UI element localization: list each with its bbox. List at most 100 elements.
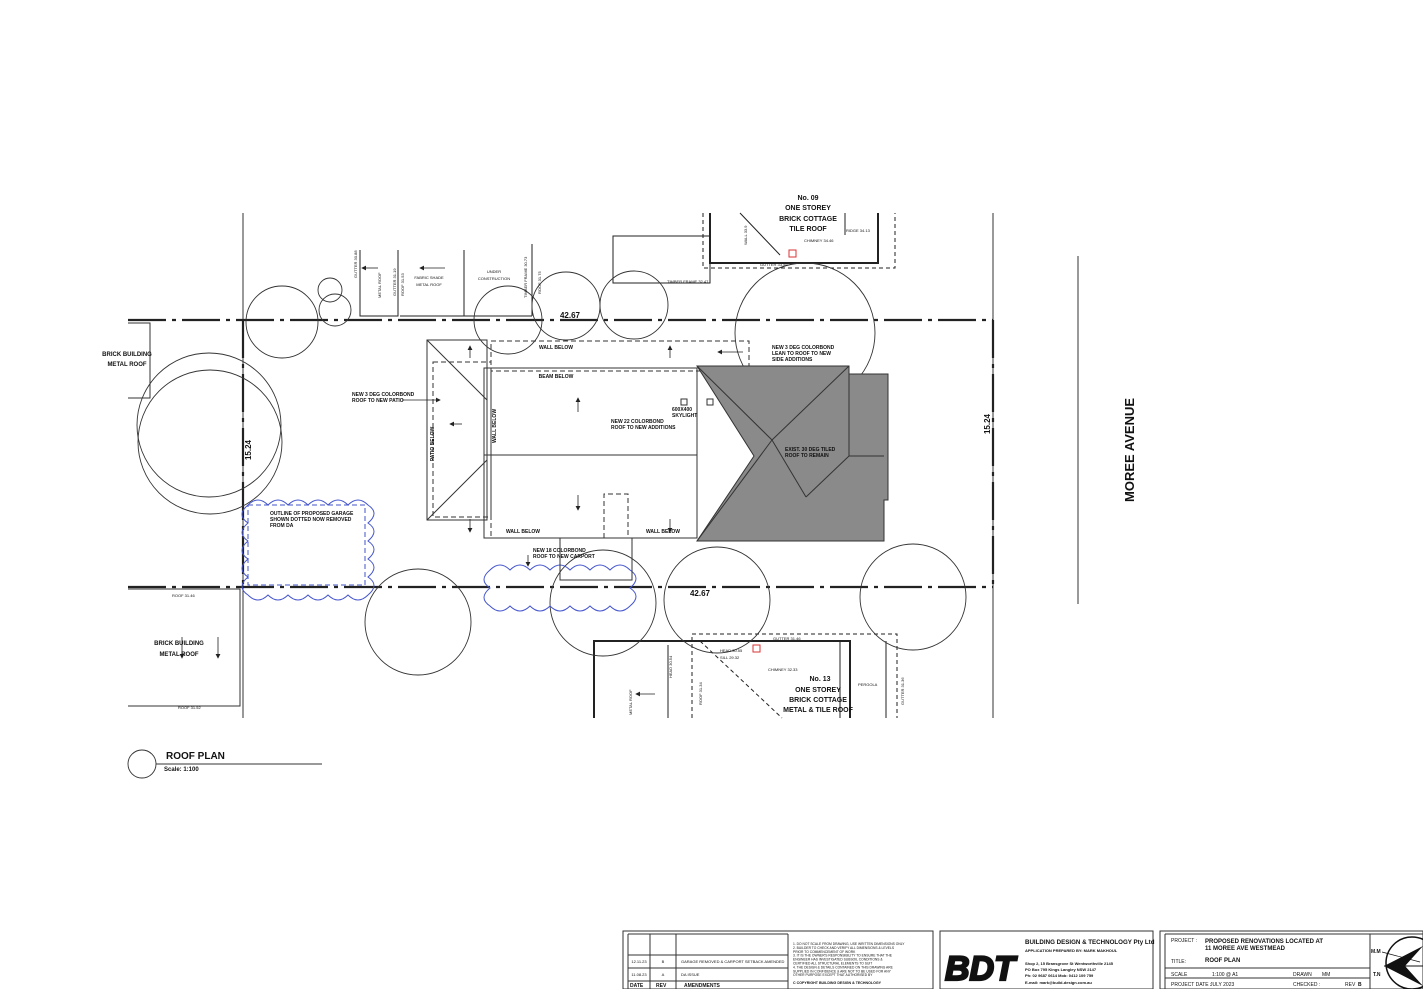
dim-top: 42.67: [560, 311, 581, 320]
no13-l4: METAL & TILE ROOF: [783, 707, 853, 714]
top-gutter2: GUTTER 31.19: [392, 268, 397, 296]
general-note-line: SUPPLIED IN CONFIDENCE & ARE NOT TO BE U…: [793, 969, 892, 973]
site-frame: [128, 213, 1079, 718]
no09-wall: WALL 33.9: [743, 225, 748, 245]
general-note-line: 4. THE DESIGN & DETAILS CONTAINED ON THI…: [793, 965, 894, 969]
general-notes: 1. DO NOT SCALE FROM DRAWING, USE WRITTE…: [793, 942, 905, 977]
brick-bot-l1: BRICK BUILDING: [154, 641, 204, 647]
title-label: TITLE:: [1171, 959, 1186, 965]
no09-ridge: RIDGE 34.13: [846, 228, 871, 233]
dim-left: 15.24: [244, 439, 253, 460]
brick-bot-rooftop: ROOF 31.46: [172, 593, 195, 598]
neighbour-no09: [359, 212, 896, 317]
no09-l2: ONE STOREY: [785, 205, 831, 212]
address2: PO Box 795 Kings Langley NSW 2147: [1025, 967, 1097, 972]
garage-outline: [247, 504, 366, 586]
tb-date: JULY 2023: [1210, 982, 1234, 988]
rev-row2-date: 11.08.23: [631, 972, 647, 977]
top-roof3: ROOF 31.75: [537, 271, 542, 294]
top-gutter: GUTTER 30.88: [353, 250, 358, 278]
general-note-line: PRIOR TO COMMENCEMENT OF WORK: [793, 950, 856, 954]
no09-timber: TIMBER FRAME 32.47: [667, 279, 709, 284]
no09-l4: TILE ROOF: [789, 226, 827, 233]
general-note-line: CERTIFIED ALL STRUCTURAL ELEMENTS TO SUI…: [793, 962, 872, 966]
hdr-amend: AMENDMENTS: [684, 983, 720, 989]
no13-metal: METAL ROOF: [628, 689, 633, 715]
no13-head: HEAD 30.55: [720, 648, 743, 653]
general-note-line: 1. DO NOT SCALE FROM DRAWING, USE WRITTE…: [793, 942, 905, 946]
north-arrow-icon: [1381, 936, 1423, 989]
brick-top-l1: BRICK BUILDING: [102, 352, 152, 358]
rev-row2-amend: DA ISSUE: [681, 972, 700, 977]
no13-sill: SILL 29.32: [720, 655, 740, 660]
no09-chimney: CHIMNEY 34.46: [804, 238, 834, 243]
tb-rev: B: [1358, 982, 1362, 988]
plan-scale: Scale: 1:100: [164, 767, 199, 773]
no13-pergola: PERGOLA: [858, 682, 878, 687]
dim-bottom: 42.67: [690, 589, 711, 598]
brick-top-l2: METAL ROOF: [107, 362, 146, 368]
no09-l3: BRICK COTTAGE: [779, 216, 837, 223]
plan-labels: 42.67 42.67 15.24 15.24 MOREE AVENUE No.…: [102, 195, 1137, 715]
top-timber: TIMBER FRAME 30.73: [523, 256, 528, 298]
general-note-line: 2. BUILDER TO CHECK AND VERIFY ALL DIMEN…: [793, 946, 895, 950]
no13-head2: HEAD 30.54: [668, 655, 673, 678]
project-line1: PROPOSED RENOVATIONS LOCATED AT: [1205, 939, 1323, 945]
note-wall-below-v: WALL BELOW: [492, 409, 498, 443]
general-note-line: OTHER PURPOSE EXCEPT THAT AUTHORISED BY: [793, 973, 873, 977]
title-block: 12.11.23 B GARAGE REMOVED & CARPORT SETB…: [622, 930, 1423, 989]
dim-right: 15.24: [983, 413, 992, 434]
top-fabric: FABRIC SHADE: [414, 275, 444, 280]
top-metal-roof: METAL ROOF: [377, 272, 382, 298]
no09-gutter: GUTTER 33.55: [760, 262, 788, 267]
note-wall-below-b1: WALL BELOW: [506, 529, 540, 535]
email: E-mail: mark@build-design.com.au: [1025, 980, 1092, 985]
company-name: BUILDING DESIGN & TECHNOLOGY Pty Ltd: [1025, 939, 1155, 946]
rev-row2-rev: A: [662, 972, 665, 977]
rev-row1-amend: GARAGE REMOVED & CARPORT SETBACK AMENDED: [681, 959, 785, 964]
project-label: PROJECT :: [1171, 938, 1197, 944]
copyright: C COPYRIGHT BUILDING DESIGN & TECHNOLOGY: [793, 981, 882, 985]
brick-bot-l2: METAL ROOF: [159, 652, 198, 658]
proposed-roof: [426, 339, 750, 581]
street-name: MOREE AVENUE: [1122, 398, 1137, 502]
tb-title: ROOF PLAN: [1205, 958, 1240, 964]
date-label: PROJECT DATE :: [1171, 982, 1211, 988]
top-under: UNDER: [487, 269, 501, 274]
hdr-rev: REV: [656, 983, 667, 989]
prepared-by: APPLICATION PREPARED BY: MARK MAKHOUL: [1025, 948, 1118, 953]
no13-l1: No. 13: [809, 676, 830, 683]
drawn-label: DRAWN: [1293, 972, 1312, 978]
no09-l1: No. 09: [797, 195, 818, 202]
no13-gutter2: GUTTER 31.36: [900, 677, 905, 705]
neighbour-no13: [593, 633, 898, 719]
brick-bot-roofbottom: ROOF 31.52: [178, 705, 201, 710]
lot-boundary: [128, 318, 995, 589]
note-wall-below-top: WALL BELOW: [539, 345, 573, 351]
rev-label: REV: [1345, 982, 1356, 988]
hdr-date: DATE: [630, 983, 644, 989]
tb-scale: 1:100 @ A1: [1212, 972, 1238, 978]
note-wall-below-b2: WALL BELOW: [646, 529, 680, 535]
project-line2: 11 MOREE AVE WESTMEAD: [1205, 946, 1286, 952]
top-construction: CONSTRUCTION: [478, 276, 510, 281]
note-beam-below: BEAM BELOW: [539, 374, 574, 380]
plan-title: ROOF PLAN: [166, 751, 225, 762]
fall-arrows: [179, 265, 743, 697]
no13-gutter: GUTTER 31.46: [773, 636, 801, 641]
address1: Shop 2, 15 Bransgrove St Wentworthville …: [1025, 961, 1114, 966]
drawn: MM: [1322, 972, 1330, 978]
general-note-line: 3. IT IS THE OWNER'S RESPONSIBILITY TO E…: [793, 954, 893, 958]
scale-label: SCALE: [1171, 972, 1188, 978]
revision-clouds: [241, 499, 637, 612]
general-note-line: ENGINEER HAS INVESTIGATED SUBSOIL CONDIT…: [793, 958, 883, 962]
phone: Ph: 02 9687 0614 Mob: 0412 109 759: [1025, 973, 1094, 978]
rev-row1-date: 12.11.23: [631, 959, 647, 964]
